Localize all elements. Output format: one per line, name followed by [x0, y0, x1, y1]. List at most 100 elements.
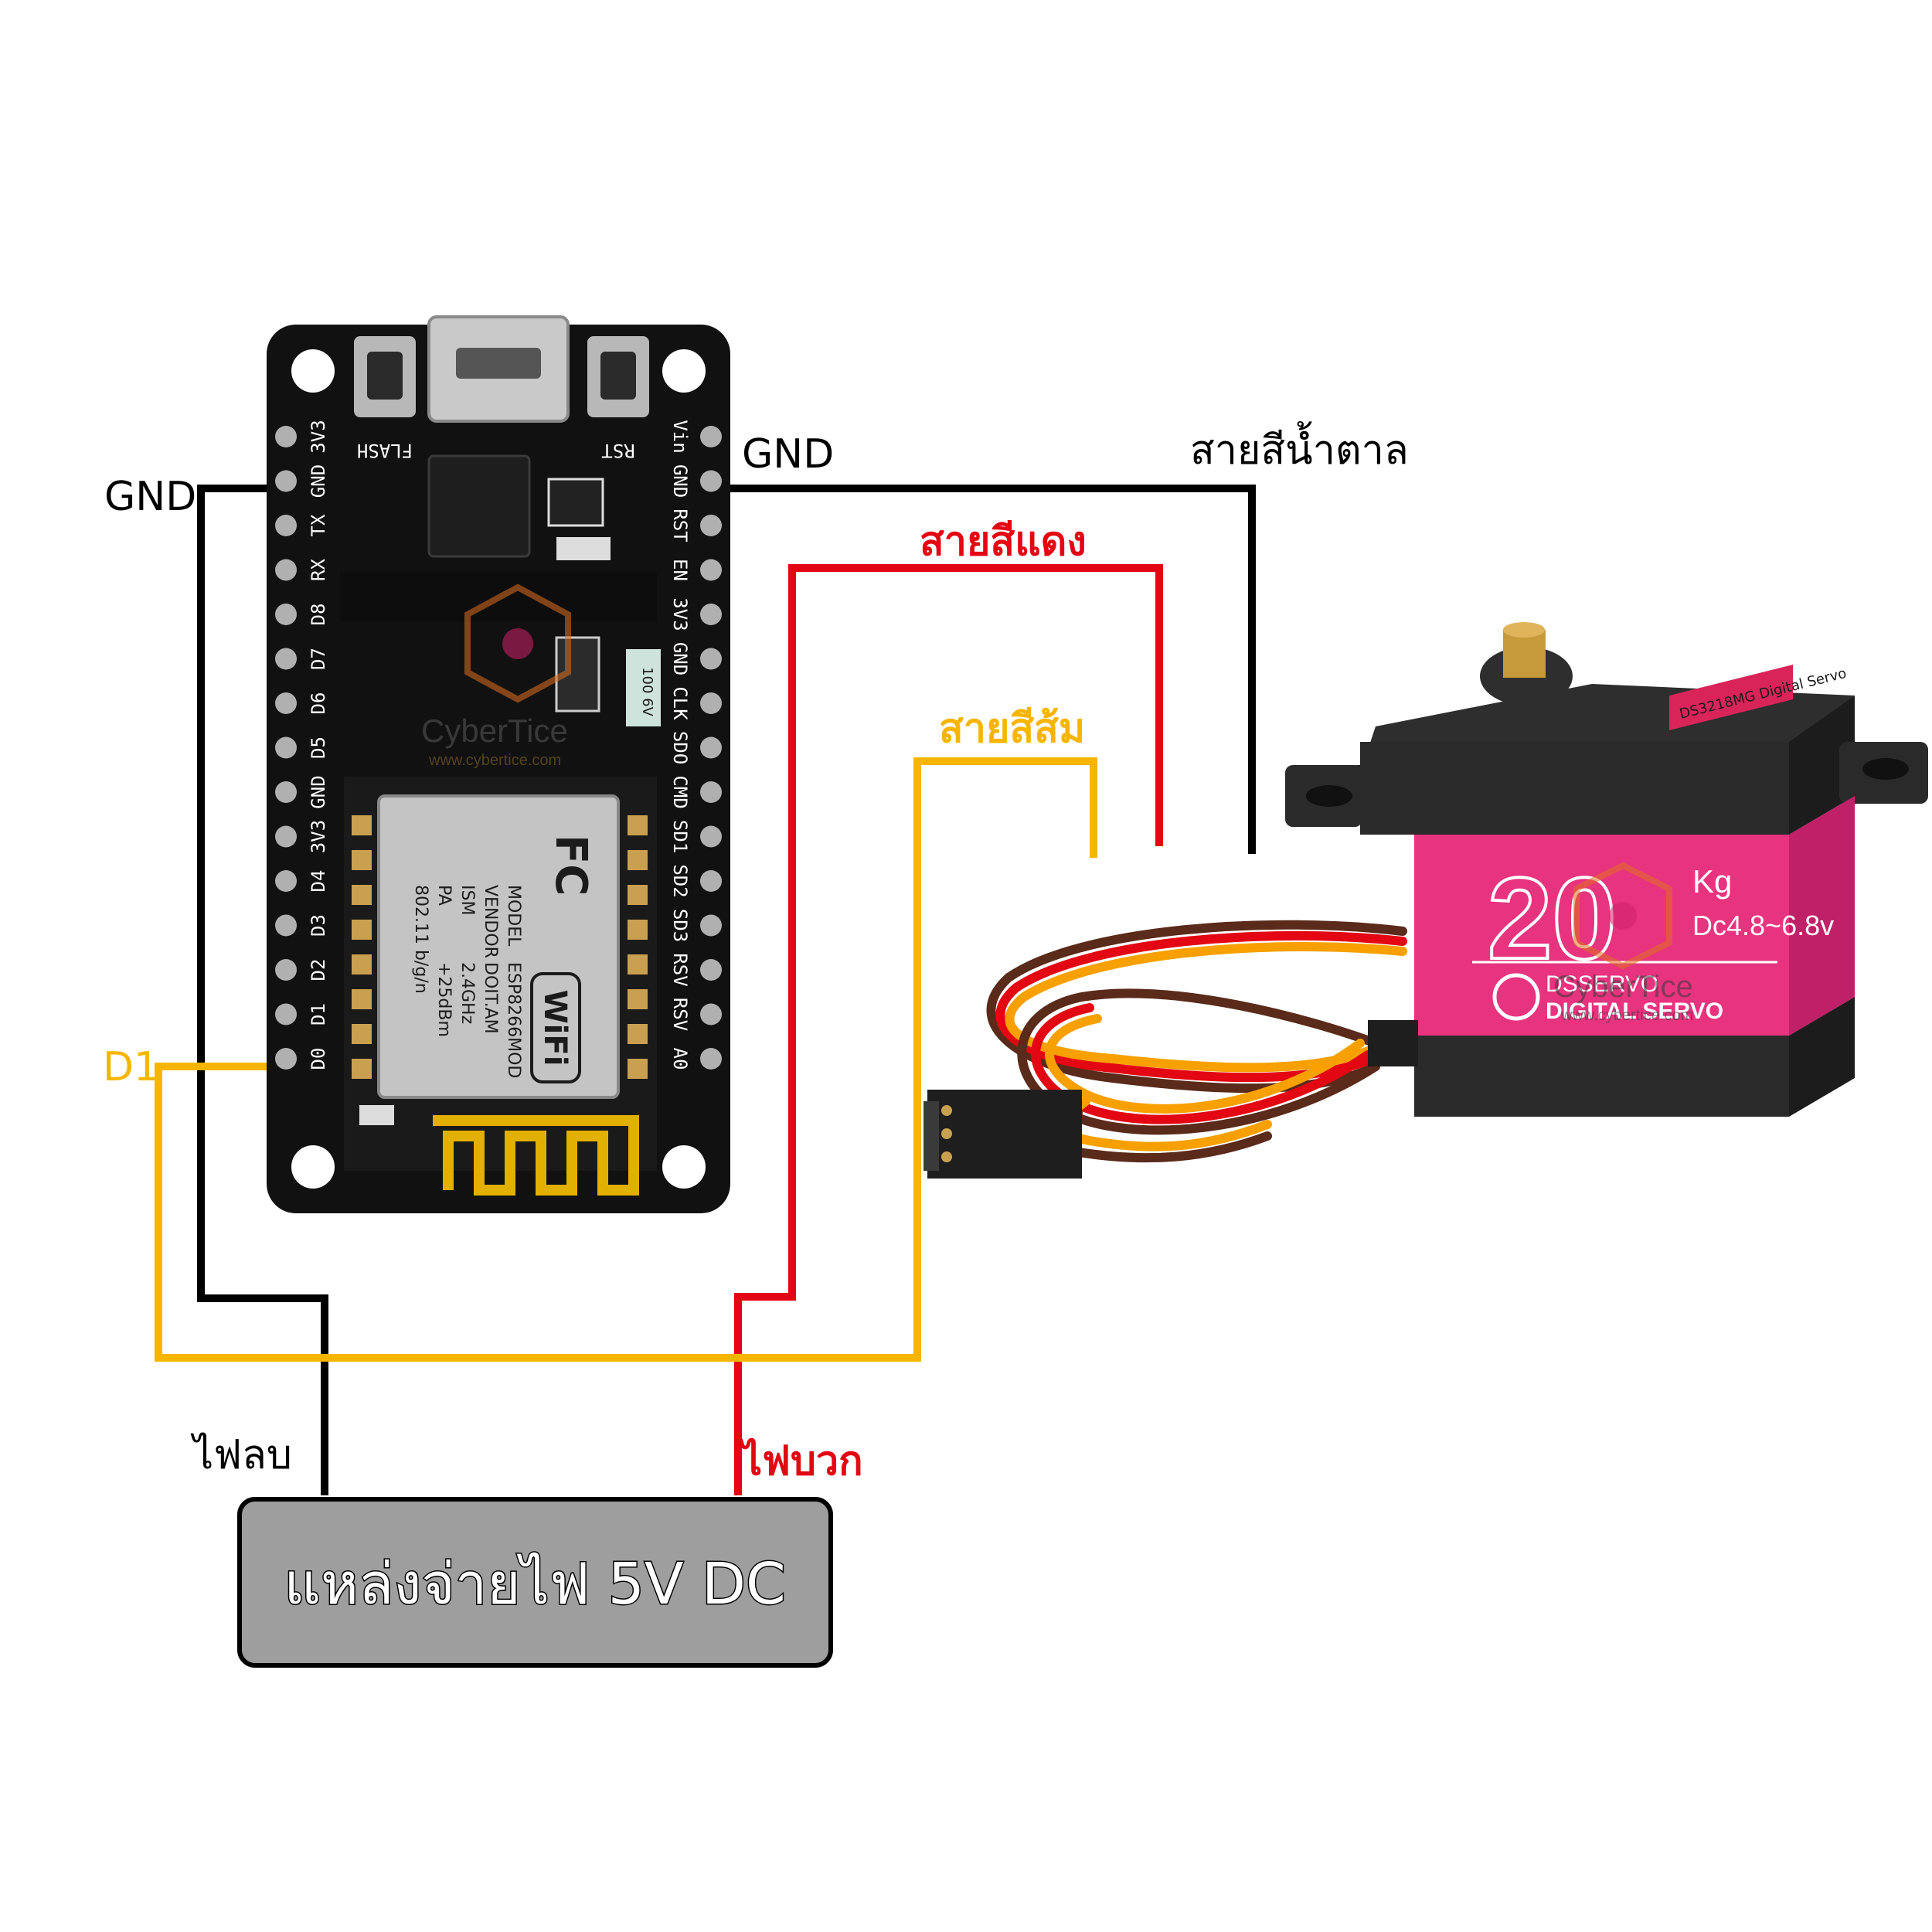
- connector-pin: [941, 1128, 952, 1139]
- module-pads: [352, 815, 648, 1079]
- flash-button-cap: [367, 352, 403, 400]
- right-pin: [700, 825, 722, 848]
- left-pin: [275, 870, 297, 892]
- pcb-antenna: [433, 1115, 639, 1196]
- capacitor: [626, 649, 661, 726]
- module-pad: [628, 1059, 648, 1079]
- right-pin-label: CLK: [669, 686, 691, 720]
- left-pin: [275, 515, 297, 536]
- right-pin-label: A0: [669, 1048, 691, 1070]
- module-line-4: PA: [434, 885, 454, 906]
- module-pad: [352, 989, 372, 1009]
- watermark-url: www.cybertice.com: [428, 752, 561, 769]
- watermark-logo-icon: [1573, 862, 1672, 970]
- servo-upper-body: [1360, 742, 1789, 835]
- fc-mark: FC: [546, 835, 596, 896]
- servo-label-band: [1414, 835, 1789, 1036]
- module-pad: [628, 989, 648, 1009]
- label-gnd-left: GND: [104, 474, 196, 520]
- connector-face: [923, 1101, 939, 1171]
- left-pin-label: D3: [308, 914, 329, 937]
- module-pad: [628, 885, 648, 905]
- smd-part: [547, 478, 604, 527]
- module-pad: [628, 1024, 648, 1044]
- module-pad: [628, 920, 648, 940]
- module-pad: [628, 954, 648, 975]
- module-pad: [352, 815, 372, 835]
- module-line-1: MODEL: [504, 885, 523, 947]
- rst-label: RST: [601, 440, 634, 461]
- right-pin: [700, 1003, 722, 1026]
- mount-hole: [662, 349, 706, 393]
- left-pin: [275, 1003, 297, 1026]
- label-negative: ไฟลบ: [190, 1432, 292, 1478]
- power-supply-box: [237, 1497, 833, 1668]
- servo-series: DIGITAL SERVO: [1546, 998, 1723, 1024]
- module-pad: [628, 815, 648, 835]
- right-pin: [700, 692, 722, 714]
- label-positive: ไฟบวก: [738, 1437, 863, 1485]
- servo-label-side: [1789, 796, 1855, 1036]
- right-pin: [700, 470, 722, 492]
- left-pin: [275, 648, 297, 670]
- servo-rating: 20: [1488, 853, 1617, 983]
- servo-side-sticker: [1669, 665, 1793, 730]
- left-pin: [275, 781, 297, 803]
- power-wire: [734, 564, 1163, 1495]
- left-pin: [275, 914, 297, 937]
- left-pin-label: RX: [308, 559, 329, 581]
- smd-led-2: [359, 1105, 394, 1125]
- watermark-board: CyberTice www.cybertice.com: [421, 583, 571, 769]
- label-orange-wire: สายสีส้ม: [939, 706, 1085, 752]
- left-pin-label: D7: [308, 648, 329, 670]
- module-pad: [352, 850, 372, 870]
- servo-unit: Kg: [1692, 863, 1732, 900]
- capacitor-text: 100 6V: [639, 667, 655, 717]
- right-pin: [700, 736, 722, 759]
- module-line-2: VENDOR: [481, 885, 500, 958]
- left-pin: [275, 1048, 297, 1070]
- servo-connector: [927, 1090, 1082, 1179]
- left-pin-label: D8: [308, 604, 329, 626]
- left-pin: [275, 959, 297, 981]
- module-line-5: 802.11 b/g/n: [411, 885, 430, 994]
- servo-lower-body: [1414, 1036, 1789, 1117]
- right-pin: [700, 604, 722, 625]
- watermark-url: www.cybertice.com: [1560, 1007, 1693, 1024]
- right-pin: [700, 559, 722, 581]
- module-pad: [628, 850, 648, 870]
- right-pin-label: GND: [669, 464, 691, 498]
- servo-cable: [986, 920, 1407, 1163]
- left-pin-label: GND: [308, 775, 329, 808]
- watermark-servo: CyberTice www.cybertice.com: [1553, 862, 1693, 1024]
- module-value-4: +25dBm: [434, 962, 454, 1037]
- usb-opening: [456, 348, 541, 379]
- wires: [155, 485, 1256, 1495]
- servo-cable-exit: [1368, 1020, 1418, 1066]
- wifi-mark: WiFi: [537, 990, 573, 1066]
- module-pad: [352, 885, 372, 905]
- wifi-badge: [530, 972, 581, 1083]
- gnd-wire-right: [730, 485, 1256, 854]
- left-pin-label: D2: [308, 959, 329, 981]
- mount-hole: [291, 349, 335, 393]
- module-pad: [352, 920, 372, 940]
- right-pin-label: EN: [669, 559, 691, 581]
- nodemcu-board: FLASH RST 100 6V 3V3GNDTXRXD8D7D6D5GND3V…: [267, 315, 730, 1213]
- right-pin-label: SD1: [669, 820, 691, 853]
- module-pad: [352, 954, 372, 975]
- module-pad: [352, 1059, 372, 1079]
- brand-logo: [1492, 973, 1540, 1021]
- right-pin: [700, 781, 722, 803]
- servo-voltage: Dc4.8~6.8v: [1692, 910, 1834, 941]
- left-pin: [275, 426, 297, 447]
- right-pin-label: RSV: [669, 998, 691, 1031]
- servo-side-lower: [1789, 997, 1855, 1117]
- right-pin-header: VinGNDRSTEN3V3GNDCLKSDOCMDSD1SD2SD3RSVRS…: [669, 420, 722, 1070]
- left-pin: [275, 604, 297, 625]
- right-pin: [700, 914, 722, 937]
- right-pin-label: GND: [669, 642, 691, 675]
- rst-button-cap: [600, 352, 636, 400]
